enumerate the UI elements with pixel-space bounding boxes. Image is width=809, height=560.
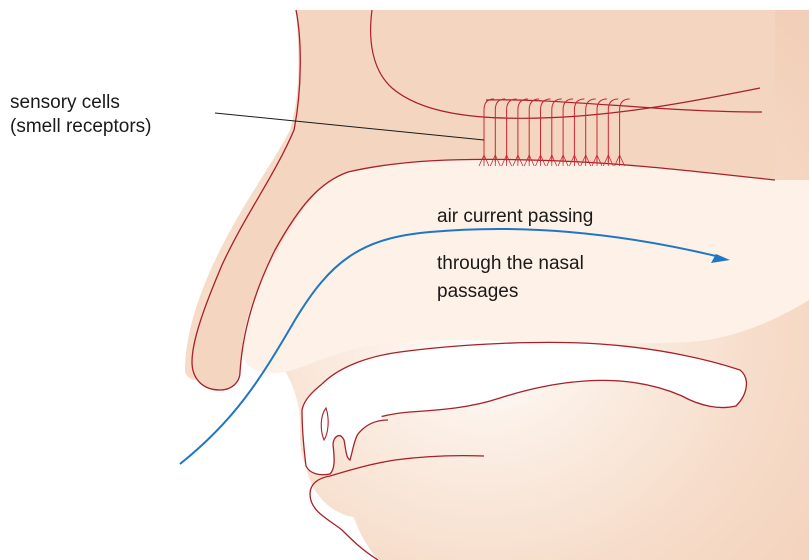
nasal-passages-label: through the nasal passages bbox=[437, 250, 584, 306]
nasal-passages-label-line2: passages bbox=[437, 278, 584, 306]
nasal-passages-label-line1: through the nasal bbox=[437, 250, 584, 278]
air-current-label: air current passing bbox=[437, 205, 593, 229]
sensory-cells-label-line1: sensory cells bbox=[10, 91, 151, 115]
sensory-cells-label-line2: (smell receptors) bbox=[10, 115, 151, 139]
sensory-cells-label: sensory cells (smell receptors) bbox=[10, 91, 151, 139]
